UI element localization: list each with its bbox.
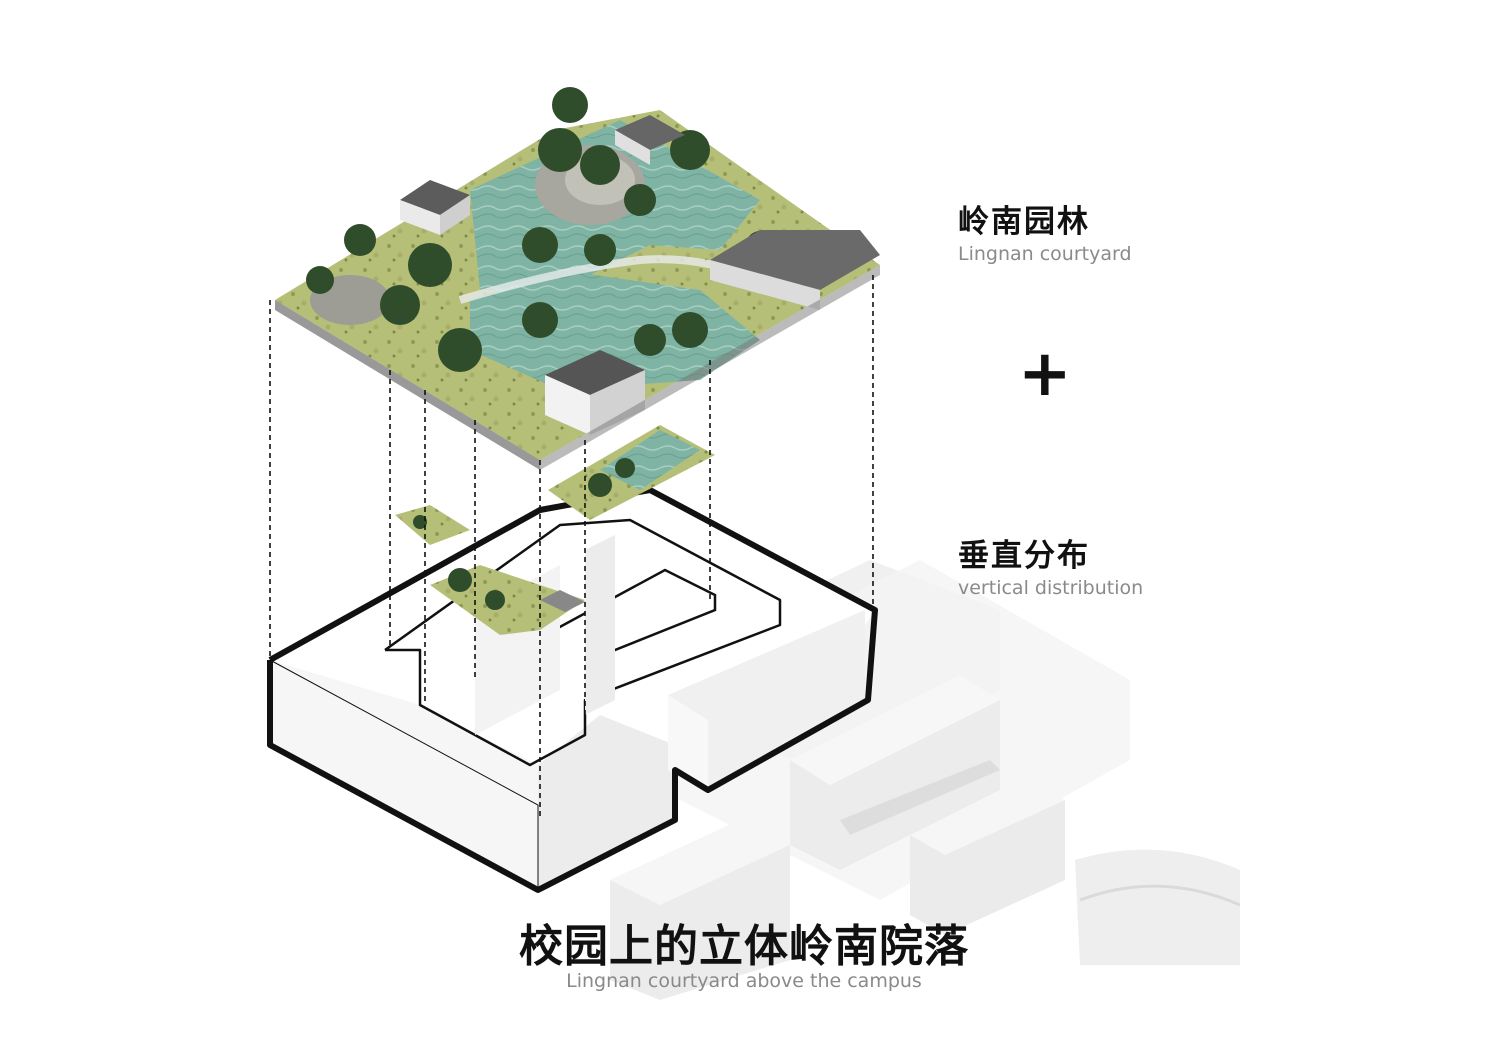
pavilion-front <box>545 350 645 435</box>
courtyard-subtitle: Lingnan courtyard <box>958 243 1132 265</box>
pavilion-right <box>710 230 880 310</box>
pavilion-left <box>400 180 470 235</box>
main-subtitle: Lingnan courtyard above the campus <box>566 970 922 992</box>
vertical-title: 垂直分布 <box>958 538 1090 574</box>
lingnan-garden-layer <box>275 87 880 470</box>
courtyard-label: 岭南园林 Lingnan courtyard <box>958 196 1132 265</box>
vertical-subtitle: vertical distribution <box>958 577 1144 599</box>
main-title: 校园上的立体岭南院落 <box>519 921 969 972</box>
projection-lines <box>269 275 874 820</box>
vertical-label: 垂直分布 vertical distribution <box>958 530 1143 599</box>
vertical-garden-pieces <box>395 425 715 635</box>
plus-sign: + <box>1018 337 1072 411</box>
courtyard-title: 岭南园林 <box>958 204 1090 240</box>
pavilion-back <box>615 115 685 165</box>
